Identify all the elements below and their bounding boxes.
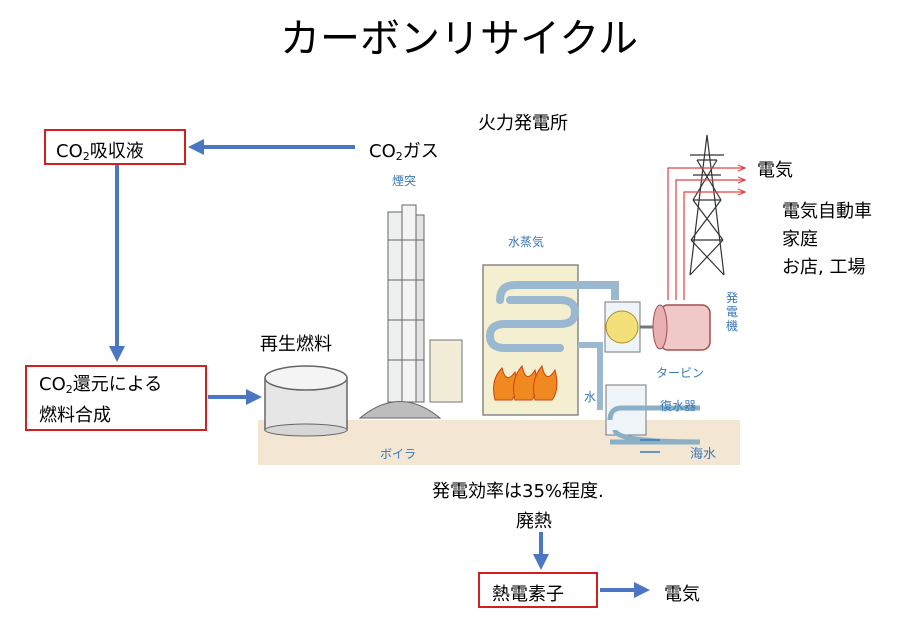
consumer-home: 家庭 [782, 229, 818, 250]
consumer-shops: お店, 工場 [782, 257, 866, 278]
power-plant-label: 火力発電所 [478, 113, 568, 134]
arrowhead-heat [533, 554, 549, 570]
arrowhead-down [109, 346, 125, 362]
co2-gas-suffix: ガス [402, 141, 439, 162]
consumers-list: 電気自動車 家庭 お店, 工場 [782, 198, 872, 282]
reduction-line2: 燃料合成 [39, 405, 111, 426]
waste-heat-label: 廃熱 [516, 511, 552, 532]
steam-label: 水蒸気 [508, 235, 545, 249]
fuel-tank [264, 365, 348, 437]
seawater-label: 海水 [690, 447, 717, 462]
turbine [604, 301, 660, 353]
co2-reduction-box: CO2還元による 燃料合成 [25, 365, 207, 431]
arrowhead-electricity [634, 582, 650, 598]
co2-text: CO [56, 141, 83, 162]
electricity-bottom-label: 電気 [664, 584, 700, 605]
co2-text: CO [39, 374, 66, 395]
condenser-label: 復水器 [660, 399, 697, 413]
turbine-label: タービン [656, 366, 705, 380]
arrowhead-co2 [188, 139, 204, 155]
page-title: カーボンリサイクル [280, 16, 638, 62]
co2-subscript: 2 [395, 150, 403, 163]
chimney-label: 煙突 [392, 174, 417, 188]
reduction-suffix: 還元による [72, 374, 163, 395]
recycled-fuel-label: 再生燃料 [260, 334, 332, 355]
steam-coil [485, 281, 594, 352]
steam-pipe [578, 281, 619, 300]
water-pipe [578, 342, 603, 410]
power-lines [667, 164, 747, 300]
electricity-top-label: 電気 [757, 160, 793, 181]
flames [493, 364, 558, 401]
co2-absorbent-box: CO2吸収液 [44, 129, 186, 165]
chimney [387, 204, 425, 403]
co2-subscript: 2 [65, 383, 73, 396]
boiler-label: ボイラ [380, 447, 417, 461]
efficiency-label: 発電効率は35%程度. [432, 481, 604, 502]
generator [652, 304, 711, 351]
coal-pile [358, 401, 442, 419]
arrowhead-fuel [246, 389, 262, 405]
absorbent-suffix: 吸収液 [89, 141, 144, 162]
thermoelectric-element-box: 熱電素子 [478, 572, 598, 608]
consumer-ev: 電気自動車 [782, 201, 872, 222]
generator-label: 発電機 [725, 291, 738, 333]
aux-building [429, 339, 463, 403]
water-label: 水 [584, 390, 597, 404]
co2-text: CO [369, 141, 396, 162]
co2-subscript: 2 [82, 150, 90, 163]
reduction-line1: CO2還元による [39, 372, 205, 403]
co2-gas-label: CO2ガス [369, 137, 439, 163]
